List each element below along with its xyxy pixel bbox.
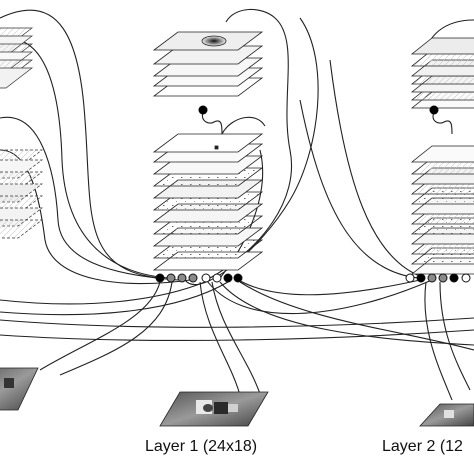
node-dot <box>198 105 208 115</box>
node-dot <box>405 273 415 283</box>
layer-1-label: Layer 1 (24x18) <box>145 438 258 455</box>
feature-map-stack <box>0 149 44 239</box>
node-dot <box>223 273 233 283</box>
feature-map-stack <box>0 27 34 89</box>
node-dot <box>233 273 243 283</box>
node-dot <box>212 273 222 283</box>
input-image-thumbnail <box>0 367 39 411</box>
node-dot <box>449 273 459 283</box>
node-dot <box>429 105 439 115</box>
feature-map-stack <box>152 133 264 271</box>
input-image-thumbnail <box>159 391 269 427</box>
feature-map-stack <box>152 31 264 97</box>
node-row <box>155 273 243 283</box>
input-image-thumbnail <box>419 403 474 427</box>
node-dot <box>427 273 437 283</box>
feature-map-stack <box>410 145 474 275</box>
node-dot <box>416 273 426 283</box>
node-dot <box>166 273 176 283</box>
node-dot <box>461 273 471 283</box>
feature-map-stack <box>410 37 474 109</box>
layer-2-label: Layer 2 (12 <box>382 438 463 455</box>
node-dot <box>201 273 211 283</box>
node-dot <box>155 273 165 283</box>
node-dot <box>188 273 198 283</box>
node-row <box>405 273 471 283</box>
node-dot <box>177 273 187 283</box>
node-dot <box>438 273 448 283</box>
